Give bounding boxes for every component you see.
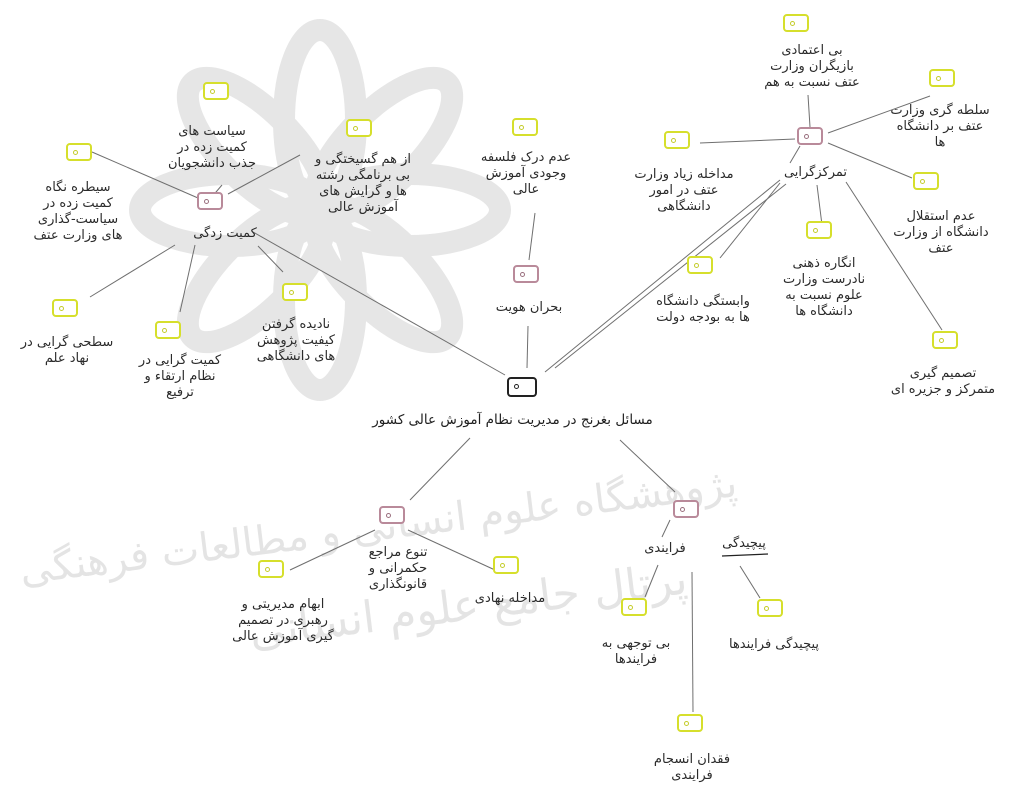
disorganization-label: از هم گسیختگی و بی برنامگی رشته ها و گرا…	[314, 152, 412, 215]
student-policies-label: سیاست های کمیت زده در جذب دانشجویان	[167, 124, 257, 171]
superficiality-node-icon[interactable]	[52, 299, 78, 317]
edge-quant-superficial	[89, 244, 176, 298]
centralism-label: تمرکزگرایی	[783, 165, 848, 180]
root-node-icon[interactable]	[507, 377, 537, 397]
edge-central-interference	[699, 138, 796, 144]
interference-node-icon[interactable]	[664, 131, 690, 149]
identity-crisis-label: بحران هویت	[495, 300, 563, 315]
philosophy-node-icon[interactable]	[512, 118, 538, 136]
edge-auth-ambiguity	[289, 529, 376, 571]
complexity-node-icon[interactable]	[673, 500, 699, 518]
promotion-label: کمیت گرایی در نظام ارتقاء و ترفیع	[138, 353, 222, 400]
independence-node-icon[interactable]	[913, 172, 939, 190]
decision-node-icon[interactable]	[932, 331, 958, 349]
edge-central-independence	[827, 142, 913, 179]
edge-complexity-pc	[739, 565, 761, 599]
edge-quant-research	[257, 245, 284, 273]
ambiguity-label: ابهام مدیریتی و رهبری در تصمیم گیری آموز…	[232, 597, 334, 644]
philosophy-label: عدم درک فلسفه وجودی آموزش عالی	[480, 150, 572, 197]
root-node-label: مسائل بغرنج در مدیریت نظام آموزش عالی کش…	[372, 412, 653, 428]
edge-root-central-a	[544, 179, 781, 373]
edge-central-budget	[719, 182, 781, 259]
edge-root-quantitativism	[252, 231, 506, 376]
disorganization-node-icon[interactable]	[346, 119, 372, 137]
budget-label: وابستگی دانشگاه ها به بودجه دولت	[656, 294, 750, 325]
processual-label: فرایندی	[644, 541, 686, 556]
edge-quant-disorg	[227, 154, 301, 195]
edge-auth-institutional	[407, 529, 496, 571]
complexity-label: پیچیدگی	[722, 536, 766, 551]
edge-quant-promotion	[179, 244, 196, 313]
interference-label: مداخله زیاد وزارت عتف در امور دانشگاهی	[634, 167, 734, 214]
ambiguity-node-icon[interactable]	[258, 560, 284, 578]
institutional-node-icon[interactable]	[493, 556, 519, 574]
research-quality-node-icon[interactable]	[282, 283, 308, 301]
neglect-node-icon[interactable]	[621, 598, 647, 616]
edge-central-distrust	[807, 94, 811, 128]
edge-complexity-proc	[661, 519, 671, 538]
neglect-label: بی توجهی به فرایندها	[601, 636, 671, 667]
edge-root-identity	[526, 325, 529, 369]
research-quality-label: نادیده گرفتن کیفیت پژوهش های دانشگاهی	[256, 317, 336, 364]
edge-identity-philosophy	[528, 212, 536, 261]
authorities-node-icon[interactable]	[379, 506, 405, 524]
student-policies-node-icon[interactable]	[203, 82, 229, 100]
quantitativism-label: کمیت زدگی	[193, 226, 257, 241]
edge-central-hub	[789, 145, 801, 164]
dominance-label: سلطه گری وزارت عتف بر دانشگاه ها	[890, 103, 990, 150]
quant-view-label: سیطره نگاه کمیت زده در سیاست-گذاری های و…	[33, 180, 123, 243]
distrust-label: بی اعتمادی بازیگران وزارت عتف نسبت به هم	[764, 43, 860, 90]
watermark-emblem	[129, 19, 511, 401]
edge-central-dominance	[827, 95, 931, 134]
edge-complexity-underline	[721, 553, 769, 557]
edge-quant-view	[91, 151, 199, 199]
process-complexity-node-icon[interactable]	[757, 599, 783, 617]
budget-node-icon[interactable]	[687, 256, 713, 274]
edge-root-complexity	[619, 439, 676, 493]
edge-central-mindset	[816, 184, 823, 226]
quantitativism-node-icon[interactable]	[197, 192, 223, 210]
institutional-label: مداخله نهادی	[474, 591, 546, 606]
quant-view-node-icon[interactable]	[66, 143, 92, 161]
edge-root-central-b	[554, 183, 787, 369]
centralism-hub-node-icon[interactable]	[797, 127, 823, 145]
promotion-node-icon[interactable]	[155, 321, 181, 339]
authorities-label: تنوع مراجع حکمرانی و قانونگذاری	[368, 545, 428, 592]
dominance-node-icon[interactable]	[929, 69, 955, 87]
edge-proc-neglect	[644, 564, 659, 598]
decision-label: تصمیم گیری متمرکز و جزیره ای	[890, 366, 996, 397]
mindset-node-icon[interactable]	[806, 221, 832, 239]
superficiality-label: سطحی گرایی در نهاد علم	[20, 335, 114, 366]
edge-root-authorities	[409, 437, 471, 501]
process-complexity-label: پیچیدگی فرایندها	[728, 637, 820, 652]
identity-crisis-node-icon[interactable]	[513, 265, 539, 283]
incoherence-label: فقدان انسجام فرایندی	[653, 752, 731, 783]
mindset-label: انگاره ذهنی نادرست وزارت علوم نسبت به دا…	[782, 256, 866, 319]
edge-central-decision	[845, 181, 943, 331]
distrust-node-icon[interactable]	[783, 14, 809, 32]
incoherence-node-icon[interactable]	[677, 714, 703, 732]
independence-label: عدم استقلال دانشگاه از وزارت عتف	[893, 209, 989, 256]
edge-proc-incoherence	[691, 571, 694, 713]
